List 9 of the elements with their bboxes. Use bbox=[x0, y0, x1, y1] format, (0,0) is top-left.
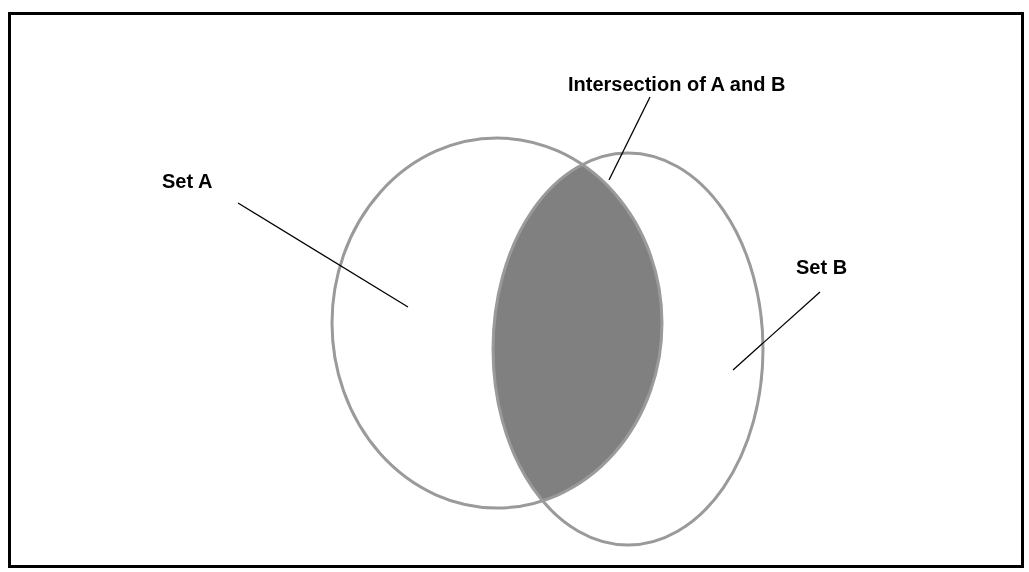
intersection-label: Intersection of A and B bbox=[568, 73, 786, 95]
intersection-region bbox=[493, 164, 662, 501]
leader-line bbox=[732, 291, 821, 371]
set-label: Set A bbox=[162, 170, 213, 192]
set-ellipse bbox=[330, 136, 664, 510]
set-ellipse bbox=[491, 151, 765, 547]
leader-line bbox=[608, 96, 651, 181]
leader-line bbox=[237, 202, 409, 308]
set-label: Set B bbox=[796, 256, 848, 278]
